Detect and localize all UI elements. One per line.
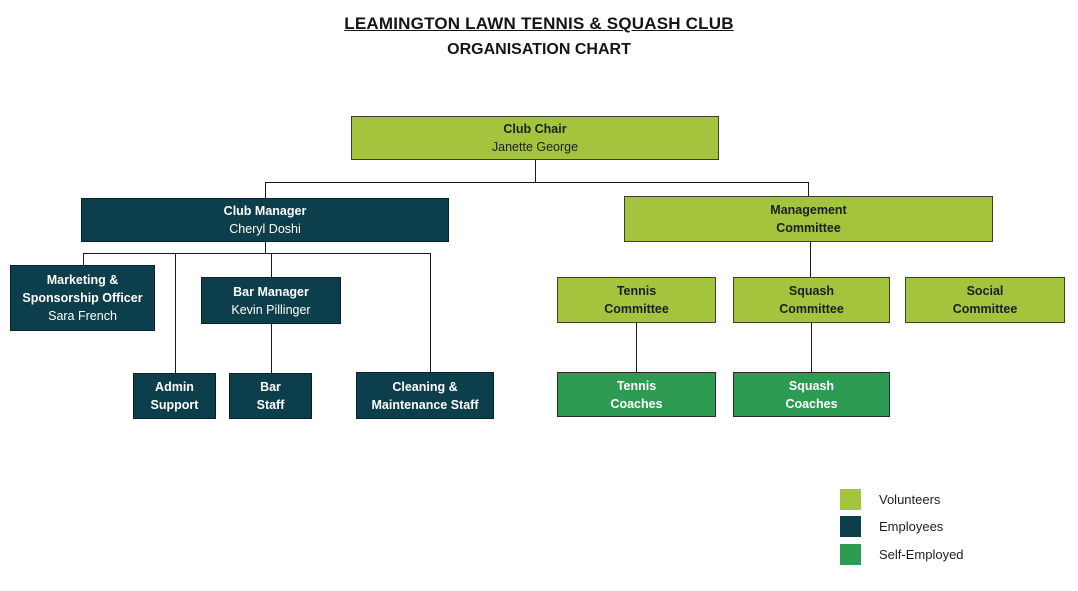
connector-line [265, 242, 266, 253]
org-node-club-manager: Club Manager Cheryl Doshi [81, 198, 449, 242]
node-person: Janette George [491, 140, 579, 154]
legend-label: Self-Employed [879, 547, 964, 562]
org-node-club-chair: Club Chair Janette George [351, 116, 719, 160]
org-node-social-committee: Social Committee [905, 277, 1065, 323]
connector-line [636, 323, 637, 372]
org-node-cleaning-maintenance-staff: Cleaning & Maintenance Staff [356, 372, 494, 419]
connector-line [808, 182, 809, 196]
node-label-line1: Management [770, 203, 847, 217]
node-label-line2: Staff [256, 398, 285, 412]
legend-swatch-self-employed [840, 544, 861, 565]
chart-title: LEAMINGTON LAWN TENNIS & SQUASH CLUB [344, 14, 734, 33]
node-label-line2: Support [150, 398, 199, 412]
connector-line [535, 160, 536, 182]
legend-item: Employees [840, 516, 943, 537]
org-node-squash-committee: Squash Committee [733, 277, 890, 323]
node-label-line2: Committee [952, 302, 1018, 316]
node-label-line1: Tennis [616, 378, 657, 393]
connector-line [811, 323, 812, 372]
node-person: Kevin Pillinger [231, 302, 311, 317]
node-role: Bar Manager [233, 284, 309, 299]
node-label-line2: Coaches [610, 396, 663, 411]
connector-line [430, 253, 431, 372]
org-node-admin-support: Admin Support [133, 373, 216, 419]
connector-line [83, 253, 430, 254]
node-label-line1: Bar [260, 380, 281, 394]
node-label-line2: Committee [776, 221, 841, 235]
legend-item: Volunteers [840, 489, 940, 510]
connector-line [83, 253, 84, 265]
connector-line [271, 253, 272, 277]
node-role-line1: Marketing & [46, 273, 119, 287]
node-label-line2: Committee [779, 302, 844, 316]
node-label-line2: Maintenance Staff [371, 397, 479, 412]
node-label-line1: Social [966, 284, 1004, 298]
connector-line [175, 253, 176, 373]
node-role: Club Manager [223, 204, 307, 218]
node-role-line2: Sponsorship Officer [22, 291, 143, 305]
node-label-line1: Tennis [616, 284, 657, 298]
connector-line [271, 324, 272, 373]
node-label-line1: Squash [788, 284, 835, 298]
chart-header: LEAMINGTON LAWN TENNIS & SQUASH CLUB ORG… [0, 14, 1078, 59]
node-label-line1: Cleaning & [392, 379, 458, 394]
org-node-tennis-coaches: Tennis Coaches [557, 372, 716, 417]
legend-label: Volunteers [879, 492, 941, 507]
connector-line [265, 182, 809, 183]
legend-swatch-volunteers [840, 489, 861, 510]
node-label-line1: Squash [788, 378, 835, 393]
org-node-bar-manager: Bar Manager Kevin Pillinger [201, 277, 341, 324]
node-role: Club Chair [503, 122, 567, 136]
org-node-squash-coaches: Squash Coaches [733, 372, 890, 417]
legend-label: Employees [879, 519, 944, 534]
org-node-management-committee: Management Committee [624, 196, 993, 242]
node-label-line2: Committee [604, 302, 669, 316]
node-person: Cheryl Doshi [229, 222, 301, 236]
legend-item: Self-Employed [840, 544, 964, 565]
legend-swatch-employees [840, 516, 861, 537]
chart-subtitle: ORGANISATION CHART [447, 41, 631, 58]
node-person: Sara French [48, 309, 117, 323]
org-node-marketing-sponsorship-officer: Marketing & Sponsorship Officer Sara Fre… [10, 265, 155, 331]
node-label-line2: Coaches [785, 396, 838, 411]
connector-line [265, 182, 266, 198]
org-node-tennis-committee: Tennis Committee [557, 277, 716, 323]
org-node-bar-staff: Bar Staff [229, 373, 312, 419]
node-label-line1: Admin [155, 380, 194, 394]
connector-line [810, 241, 811, 277]
